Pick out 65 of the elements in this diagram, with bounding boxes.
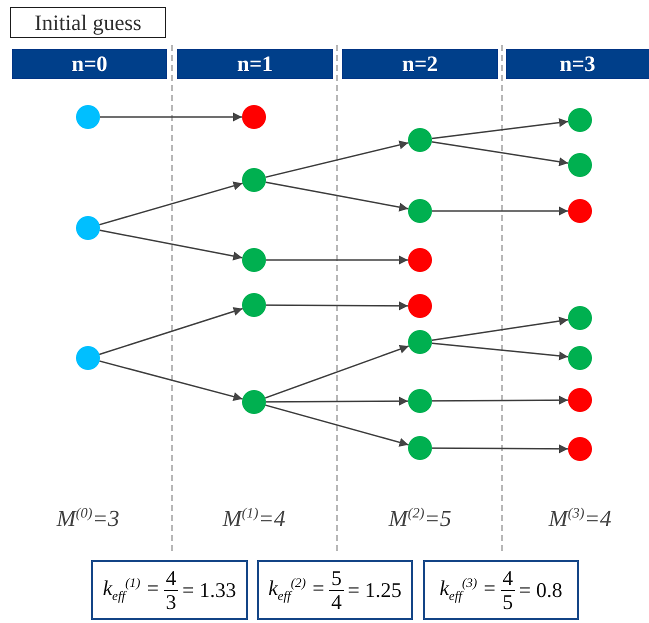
formula-text: = 1.33 <box>182 578 236 602</box>
arrow <box>266 301 408 310</box>
arrow <box>432 444 568 454</box>
node-circle <box>408 436 432 460</box>
formula-text: k$_{eff}$$^{(3)}$ = <box>440 575 497 605</box>
arrow <box>432 206 568 216</box>
node-circle <box>408 294 432 318</box>
arrow <box>99 360 243 401</box>
node-circle <box>568 437 592 461</box>
column-header: n=2 <box>342 49 498 79</box>
fraction-denominator: 3 <box>164 590 178 613</box>
arrow <box>266 256 408 264</box>
arrow <box>432 118 568 140</box>
node-circle <box>242 293 266 317</box>
arrow <box>432 141 568 166</box>
arrow <box>99 307 243 356</box>
column-header: n=0 <box>12 49 167 79</box>
fraction-numerator: 5 <box>329 567 344 590</box>
arrow <box>265 140 409 178</box>
formula-text: = 1.25 <box>348 578 402 602</box>
arrow <box>432 396 568 405</box>
node-circle <box>242 248 266 272</box>
count-label: M$^{(1)}$=4 <box>222 505 286 532</box>
arrow <box>100 112 242 122</box>
label-box: Initial guess <box>10 7 166 38</box>
formula-box <box>91 560 248 620</box>
arrow <box>99 182 243 226</box>
node-circle <box>568 199 592 223</box>
node-circle <box>568 306 592 330</box>
node-circle <box>568 108 592 132</box>
fraction-denominator: 5 <box>502 590 514 613</box>
node-circle <box>568 388 592 412</box>
arrow <box>265 404 409 447</box>
node-circle <box>408 389 432 413</box>
node-circle <box>242 390 266 414</box>
formula-text: = 0.8 <box>519 578 562 602</box>
node-circle <box>408 248 432 272</box>
formula-box <box>257 560 413 620</box>
node-circle <box>408 128 432 152</box>
arrow <box>266 396 408 406</box>
node-circle <box>408 330 432 354</box>
column-header: n=1 <box>177 49 333 79</box>
node-circle <box>242 105 266 129</box>
arrow <box>432 342 568 360</box>
count-label: M$^{(3)}$=4 <box>548 505 612 532</box>
node-circle <box>76 346 100 370</box>
fraction-denominator: 4 <box>330 590 343 613</box>
formula-text: k$_{eff}$$^{(1)}$ = <box>102 575 160 605</box>
node-circle <box>568 153 592 177</box>
arrow <box>100 230 242 260</box>
arrow <box>266 181 408 212</box>
count-label: M$^{(0)}$=3 <box>56 505 120 532</box>
node-circle <box>408 199 432 223</box>
fraction-numerator: 4 <box>500 567 516 590</box>
arrow <box>432 316 568 341</box>
node-circle <box>76 105 100 129</box>
column-header: n=3 <box>506 49 649 79</box>
count-label: M$^{(2)}$=5 <box>388 505 452 532</box>
arrow <box>265 344 409 399</box>
formula-box <box>423 560 579 620</box>
node-circle <box>76 216 100 240</box>
node-circle <box>242 168 266 192</box>
node-circle <box>568 346 592 370</box>
fraction-numerator: 4 <box>164 567 178 590</box>
formula-text: k$_{eff}$$^{(2)}$ = <box>268 575 326 605</box>
